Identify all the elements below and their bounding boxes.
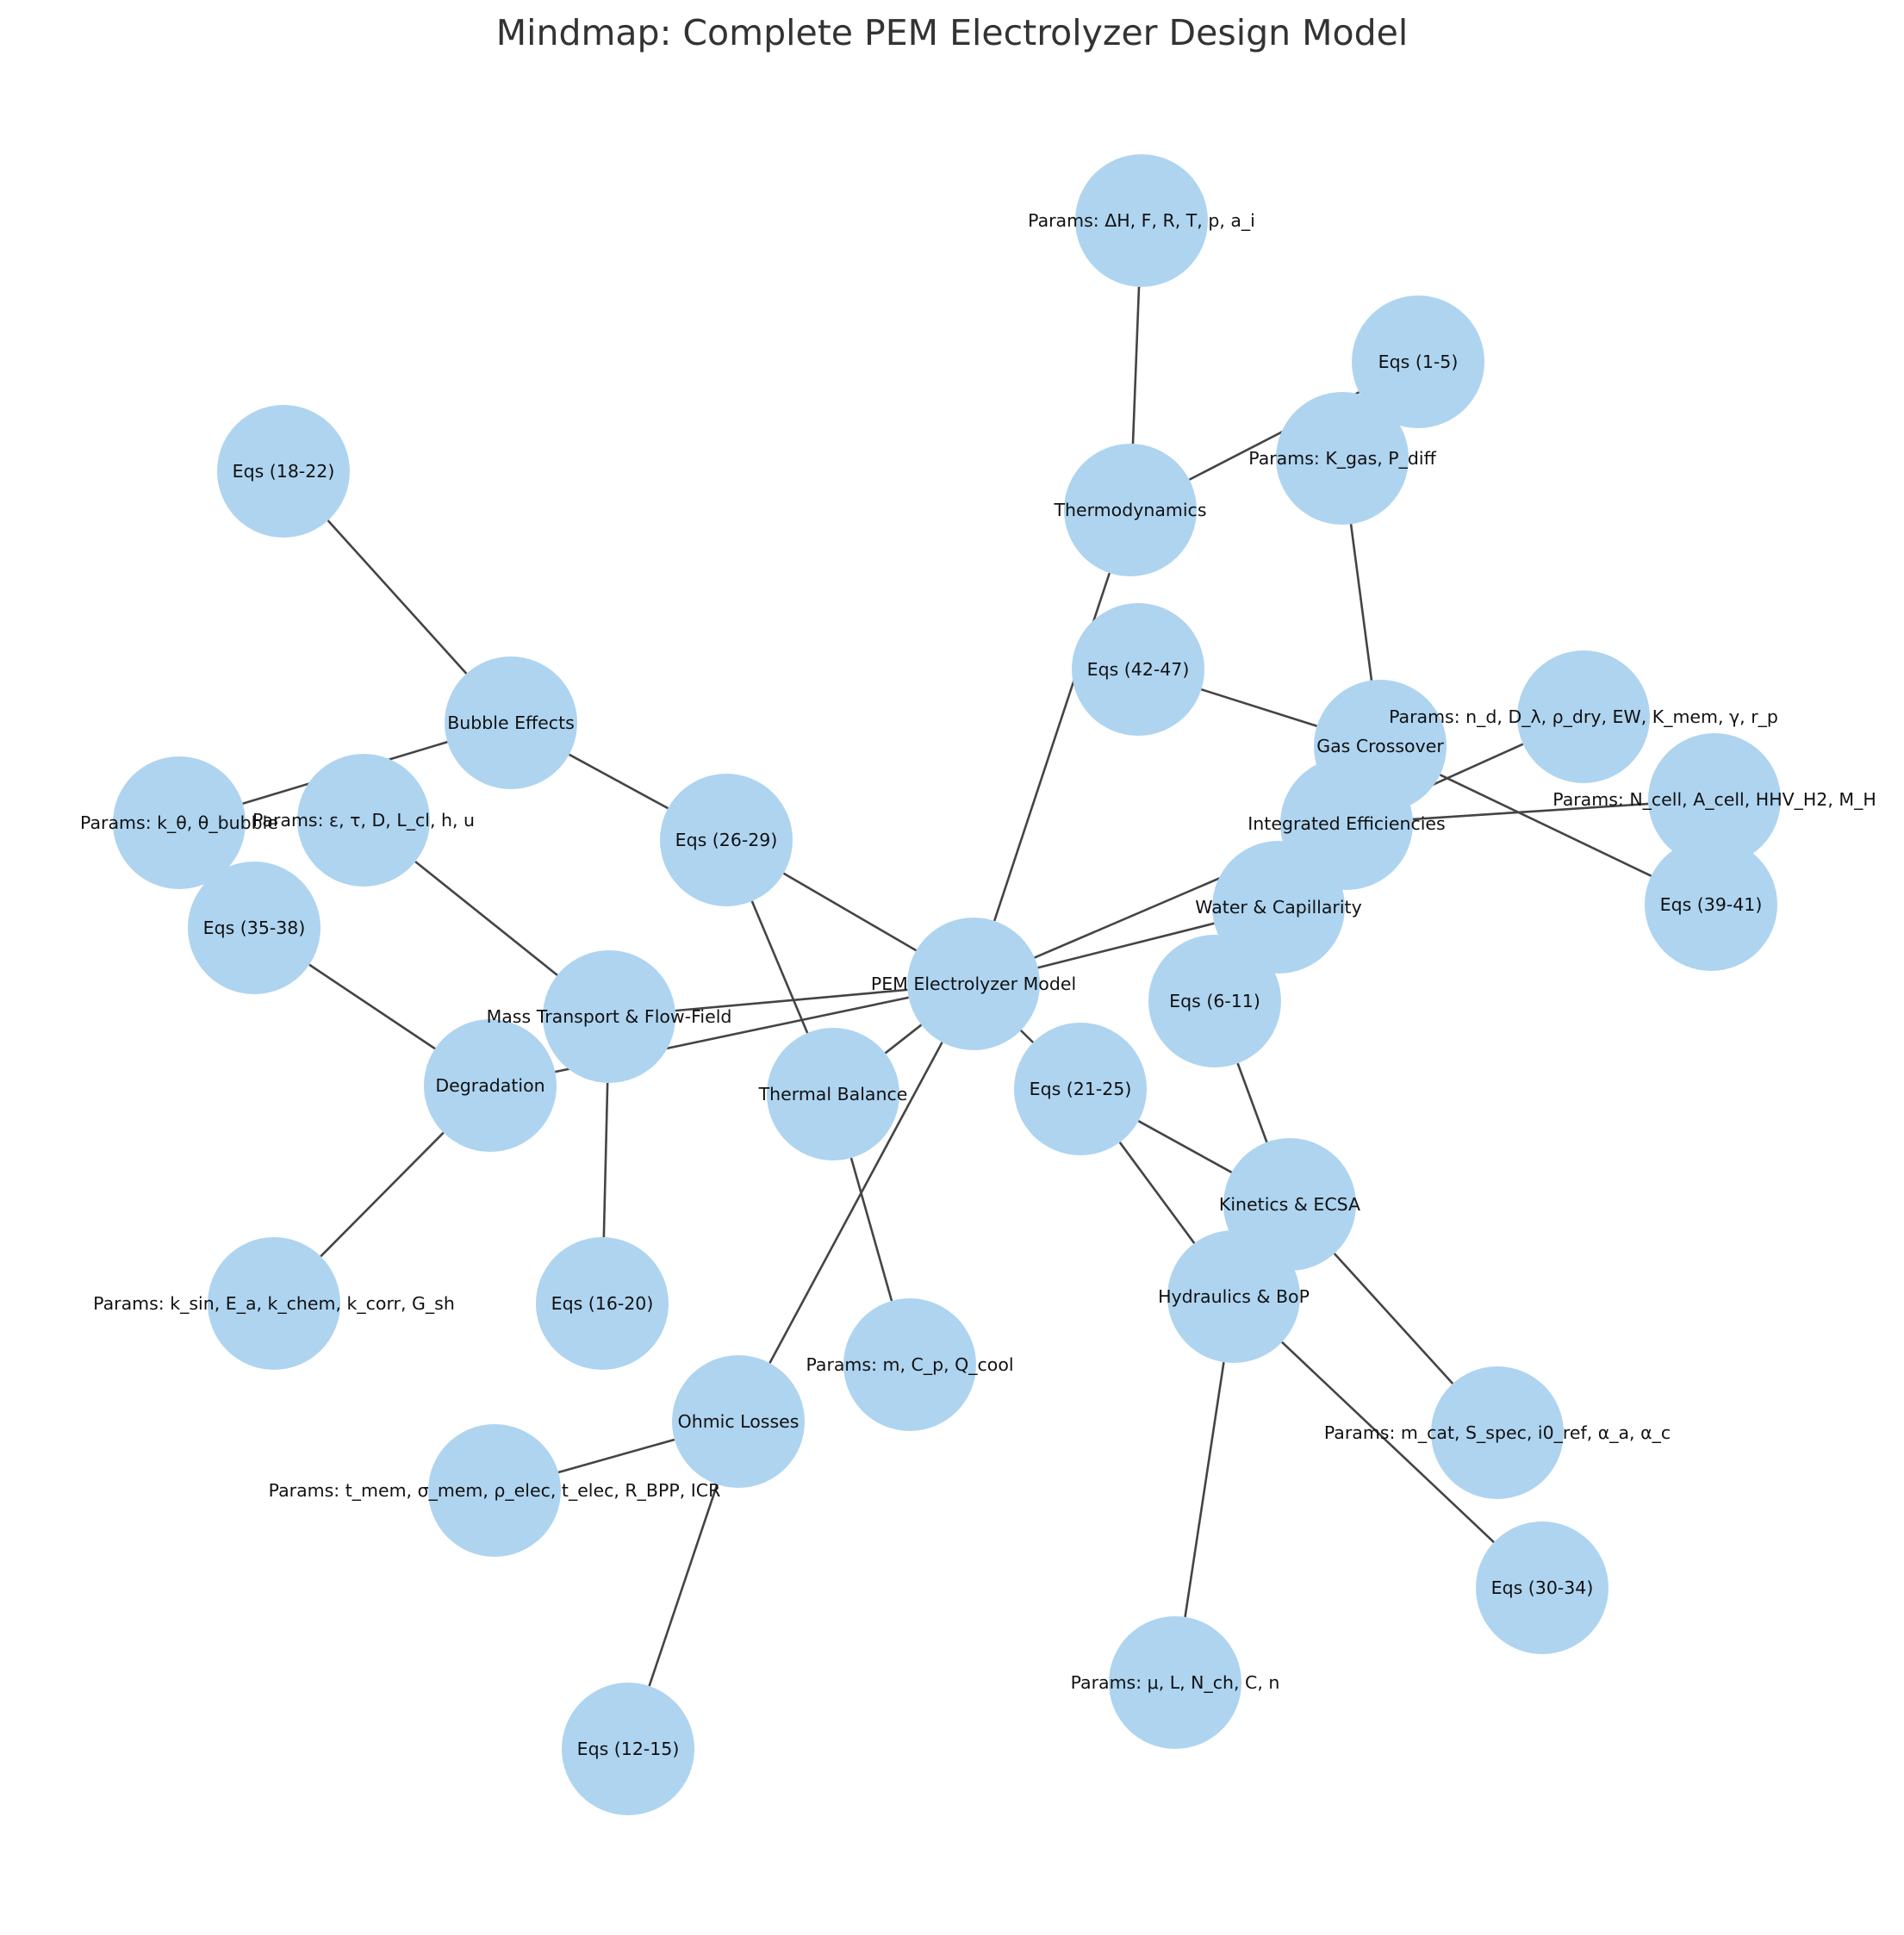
node-label-p-mass: Params: ε, τ, D, L_cl, h, u	[252, 810, 475, 831]
edge-root-e_26_29	[782, 872, 918, 952]
node-label-p-thermo: Params: ΔH, F, R, T, p, a_i	[1028, 210, 1255, 232]
node-label-bubble: Bubble Effects	[447, 712, 575, 733]
node-p-ohmic	[428, 1424, 561, 1557]
edge-e_21_25-kinetics	[1137, 1120, 1233, 1173]
node-label-e-1-5: Eqs (1-5)	[1378, 352, 1459, 372]
node-e-1-5	[1352, 296, 1484, 428]
node-label-e-21-25: Eqs (21-25)	[1030, 1079, 1132, 1099]
node-label-degradation: Degradation	[435, 1075, 544, 1096]
node-e-35-38	[188, 862, 320, 994]
node-hydraulics	[1167, 1230, 1300, 1363]
edge-layer	[242, 286, 1652, 1687]
node-p-water	[1517, 650, 1650, 783]
node-label-e-42-47: Eqs (42-47)	[1087, 659, 1190, 680]
node-label-thermal: Thermal Balance	[758, 1084, 908, 1104]
edge-mass-p_mass	[414, 861, 558, 976]
node-p-thermo	[1075, 154, 1208, 287]
edge-root-mass	[675, 988, 908, 1012]
diagram-title: Mindmap: Complete PEM Electrolyzer Desig…	[496, 12, 1409, 53]
node-label-p-hydraulics: Params: μ, L, N_ch, C, n	[1071, 1672, 1280, 1694]
node-label-p-degradation: Params: k_sin, E_a, k_chem, k_corr, G_sh	[93, 1293, 455, 1315]
node-label-e-18-22: Eqs (18-22)	[233, 461, 335, 482]
edge-hydraulics-p_hydraulics	[1184, 1361, 1225, 1618]
node-water	[1212, 841, 1345, 974]
edge-ohmic-e_12_15	[648, 1484, 719, 1687]
edge-bubble-e_18_22	[327, 520, 468, 675]
node-p-thermal	[843, 1298, 976, 1431]
node-label-p-thermal: Params: m, C_p, Q_cool	[806, 1354, 1013, 1376]
node-bubble	[445, 656, 577, 789]
edge-bubble-e_26_29	[569, 753, 669, 810]
node-label-water: Water & Capillarity	[1195, 897, 1361, 918]
node-layer	[113, 154, 1781, 1815]
edge-thermal-e_26_29	[750, 900, 809, 1034]
edge-root-ohmic	[768, 1042, 943, 1364]
node-label-root: PEM Electrolyzer Model	[871, 974, 1076, 994]
node-label-e-39-41: Eqs (39-41)	[1660, 894, 1763, 915]
node-label-p-kgas: Params: K_gas, P_diff	[1248, 448, 1436, 470]
node-p-mass	[297, 754, 430, 887]
node-label-e-35-38: Eqs (35-38)	[203, 918, 306, 938]
edge-thermal-p_thermal	[849, 1157, 893, 1302]
node-e-39-41	[1645, 838, 1777, 971]
node-label-p-water: Params: n_d, D_λ, ρ_dry, EW, K_mem, γ, r…	[1389, 706, 1778, 728]
node-p-integrated	[1648, 733, 1781, 866]
edge-p_kgas-crossover	[1349, 524, 1373, 681]
node-thermo	[1064, 444, 1197, 576]
node-label-hydraulics: Hydraulics & BoP	[1158, 1286, 1310, 1307]
edge-root-water	[1037, 922, 1215, 969]
node-e-18-22	[217, 405, 350, 538]
node-label-e-12-15: Eqs (12-15)	[577, 1739, 680, 1759]
node-e-26-29	[660, 774, 793, 906]
node-label-p-bubble: Params: k_θ, θ_bubble	[80, 812, 278, 834]
edge-root-thermal	[884, 1023, 923, 1055]
edge-e_42_47-crossover	[1201, 688, 1317, 727]
node-p-degradation	[208, 1237, 340, 1370]
edge-e_6_11-kinetics	[1236, 1062, 1268, 1143]
node-e-42-47	[1072, 603, 1204, 736]
node-label-mass: Mass Transport & Flow-Field	[487, 1006, 732, 1027]
edge-hydraulics-e_30_34	[1281, 1341, 1495, 1544]
node-label-e-30-34: Eqs (30-34)	[1491, 1577, 1594, 1598]
edge-thermo-p_thermo	[1131, 286, 1141, 445]
node-e-21-25	[1014, 1023, 1147, 1155]
node-e-6-11	[1148, 935, 1281, 1067]
node-mass	[543, 950, 675, 1083]
node-label-e-16-20: Eqs (16-20)	[551, 1293, 654, 1314]
node-label-thermo: Thermodynamics	[1053, 500, 1206, 520]
node-label-ohmic: Ohmic Losses	[678, 1411, 800, 1432]
edge-kinetics-p_kinetics	[1333, 1253, 1454, 1384]
node-p-kinetics	[1431, 1366, 1564, 1499]
node-label-integrated: Integrated Efficiencies	[1248, 813, 1445, 834]
node-e-30-34	[1476, 1521, 1608, 1654]
node-degradation	[424, 1019, 557, 1152]
edge-degradation-e_35_38	[308, 963, 436, 1050]
edge-degradation-p_degradation	[320, 1131, 445, 1258]
node-label-crossover: Gas Crossover	[1316, 736, 1444, 756]
node-p-hydraulics	[1109, 1616, 1241, 1749]
node-label-kinetics: Kinetics & ECSA	[1219, 1194, 1360, 1215]
edge-mass-e_16_20	[602, 1082, 609, 1238]
node-p-bubble	[113, 756, 246, 889]
node-label-e-26-29: Eqs (26-29)	[675, 830, 778, 850]
edge-root-e_21_25	[1019, 1030, 1035, 1043]
node-label-e-6-11: Eqs (6-11)	[1169, 991, 1260, 1011]
node-root	[907, 918, 1040, 1050]
node-label-p-integrated: Params: N_cell, A_cell, HHV_H2, M_H	[1552, 789, 1876, 811]
edge-crossover-e_39_41	[1439, 774, 1652, 877]
label-layer: PEM Electrolyzer Model ThermodynamicsKine…	[80, 210, 1876, 1759]
node-e-12-15	[562, 1683, 694, 1815]
node-thermal	[767, 1028, 899, 1160]
edge-ohmic-p_ohmic	[557, 1438, 675, 1474]
node-p-kgas	[1276, 392, 1409, 525]
node-e-16-20	[536, 1237, 669, 1370]
node-ohmic	[672, 1355, 805, 1488]
node-label-p-ohmic: Params: t_mem, σ_mem, ρ_elec, t_elec, R_…	[269, 1480, 721, 1502]
node-label-p-kinetics: Params: m_cat, S_spec, i0_ref, α_a, α_c	[1324, 1422, 1671, 1444]
edge-integrated-p_integrated	[1412, 802, 1649, 821]
edge-e_21_25-hydraulics	[1118, 1142, 1196, 1244]
